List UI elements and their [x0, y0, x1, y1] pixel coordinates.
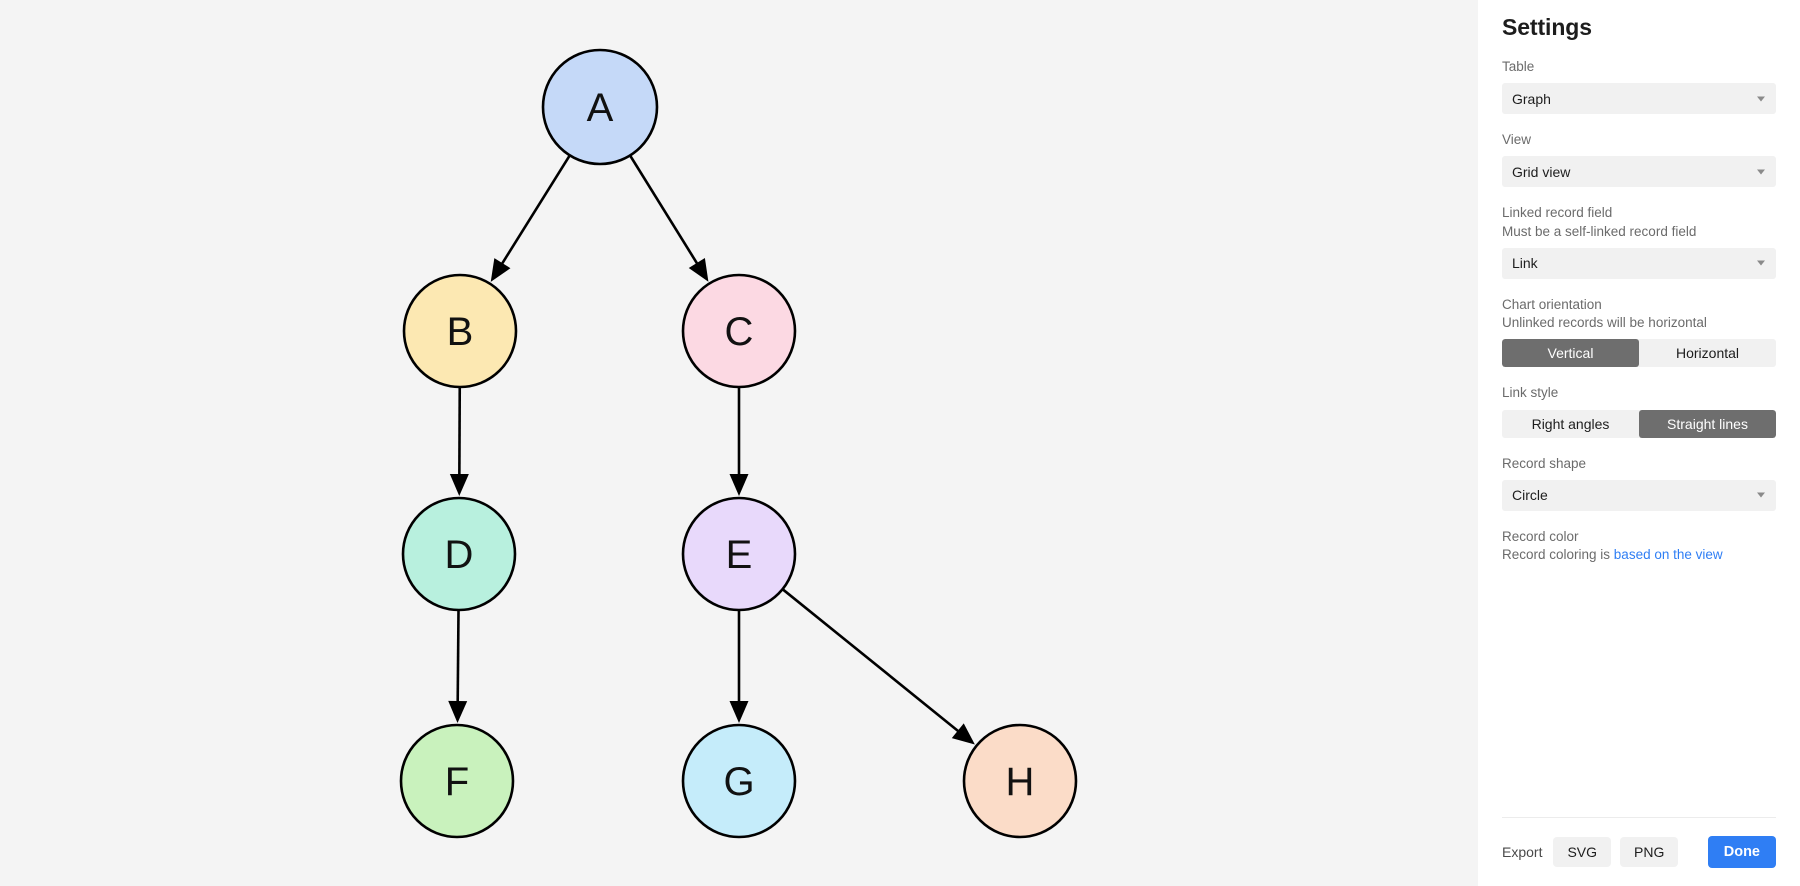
field-chart-orientation: Chart orientation Unlinked records will … [1502, 296, 1776, 368]
chart-orientation-option-vertical[interactable]: Vertical [1502, 339, 1639, 368]
node-circle-C [681, 273, 797, 389]
table-label: Table [1502, 59, 1535, 74]
arrow-head-icon-E-H [951, 723, 975, 745]
field-link-style: Link style Right angles Straight lines [1502, 384, 1776, 438]
graph-node-B[interactable]: B [402, 273, 518, 389]
chart-orientation-toggle: Vertical Horizontal [1502, 339, 1776, 368]
node-circle-H [962, 723, 1078, 839]
view-label: View [1502, 132, 1532, 148]
node-circle-F [399, 723, 515, 839]
graph-node-E[interactable]: E [681, 496, 797, 612]
record-shape-label: Record shape [1502, 455, 1587, 471]
node-circle-B [402, 273, 518, 389]
node-circle-D [401, 496, 517, 612]
graph-node-D[interactable]: D [401, 496, 517, 612]
graph-edge-E-H [781, 588, 960, 733]
graph-node-C[interactable]: C [681, 273, 797, 389]
view-select-value: Grid view [1512, 163, 1571, 180]
graph-svg: A B C D E F G H [399, 48, 1078, 839]
field-linked-record: Linked record field Must be a self-linke… [1502, 204, 1776, 279]
node-label-D: D [445, 533, 474, 577]
node-label-G: G [723, 760, 754, 804]
link-style-option-right-angles[interactable]: Right angles [1531, 415, 1610, 432]
chevron-down-icon [1757, 96, 1765, 102]
field-view: View Grid view [1502, 131, 1776, 188]
arrow-head-icon-A-C [688, 258, 709, 282]
graph-edge-A-C [628, 154, 699, 266]
linked-record-select-value: Link [1512, 255, 1538, 272]
field-record-shape: Record shape Circle [1502, 455, 1776, 511]
node-circle-G [681, 723, 797, 839]
arrow-head-icon-C-E [729, 474, 749, 496]
graph-node-A[interactable]: A [541, 48, 659, 166]
view-select[interactable]: Grid view [1502, 156, 1776, 188]
graph-node-F[interactable]: F [399, 723, 515, 839]
chevron-down-icon [1757, 169, 1765, 175]
graph-node-H[interactable]: H [962, 723, 1078, 839]
node-circle-E [681, 496, 797, 612]
field-record-color: Record color Record coloring is based on… [1502, 528, 1776, 564]
settings-panel: Settings Table Graph View Grid view Link… [1478, 0, 1800, 886]
node-label-F: F [445, 760, 469, 804]
chart-orientation-option-horizontal[interactable]: Horizontal [1675, 345, 1740, 362]
panel-footer: Export SVG PNG Done [1502, 817, 1776, 886]
chart-orientation-sublabel: Unlinked records will be horizontal [1502, 315, 1707, 331]
graph-node-G[interactable]: G [681, 723, 797, 839]
chart-orientation-label: Chart orientation [1502, 296, 1602, 312]
node-label-C: C [725, 310, 754, 354]
chevron-down-icon [1757, 260, 1765, 266]
table-select[interactable]: Graph [1502, 83, 1776, 115]
linked-record-label: Linked record field [1502, 205, 1613, 221]
node-label-H: H [1006, 760, 1035, 804]
record-color-sublabel-prefix: Record coloring is [1502, 546, 1614, 562]
field-table: Table Graph [1502, 58, 1776, 115]
edge-layer [448, 154, 975, 745]
panel-title: Settings [1502, 14, 1592, 40]
link-style-toggle: Right angles Straight lines [1502, 409, 1776, 438]
export-svg-button[interactable]: SVG [1553, 837, 1612, 867]
arrow-head-icon-E-G [729, 701, 749, 723]
chevron-down-icon [1757, 492, 1765, 498]
link-style-label: Link style [1502, 385, 1559, 401]
arrow-head-icon-D-F [448, 700, 468, 724]
graph-edge-A-B [500, 154, 571, 266]
node-circle-A [541, 48, 659, 166]
linked-record-select[interactable]: Link [1502, 247, 1776, 279]
record-color-sublabel: Record coloring is based on the view [1502, 546, 1776, 564]
table-select-value: Graph [1512, 90, 1551, 107]
done-button[interactable]: Done [1707, 836, 1776, 868]
arrow-head-icon-A-B [490, 258, 511, 282]
record-color-label: Record color [1502, 528, 1579, 544]
export-label: Export [1502, 844, 1543, 860]
node-label-E: E [726, 533, 753, 577]
node-label-A: A [587, 86, 614, 130]
record-shape-select[interactable]: Circle [1502, 479, 1776, 511]
record-color-view-link[interactable]: based on the view [1613, 546, 1723, 562]
graph-canvas[interactable]: A B C D E F G H [0, 0, 1478, 886]
graph-edge-D-F [456, 609, 460, 703]
node-layer: A B C D E F G H [399, 48, 1078, 839]
export-png-button[interactable]: PNG [1620, 837, 1679, 867]
node-label-B: B [447, 310, 474, 354]
linked-record-sublabel: Must be a self-linked record field [1502, 223, 1697, 239]
link-style-option-straight-lines[interactable]: Straight lines [1639, 409, 1776, 438]
record-shape-select-value: Circle [1512, 487, 1548, 504]
arrow-head-icon-B-D [449, 473, 469, 497]
